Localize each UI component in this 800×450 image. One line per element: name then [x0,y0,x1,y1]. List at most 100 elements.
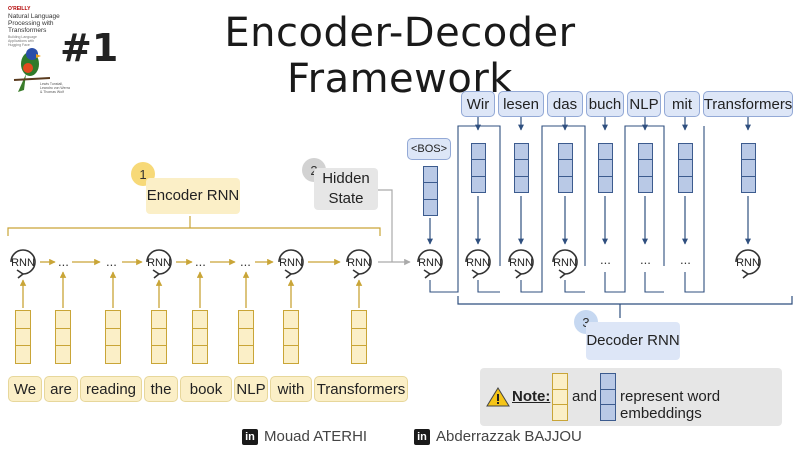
embedding-cell [56,329,70,347]
decoder-embedding [598,143,613,193]
rnn-label: RNN [11,257,35,269]
embedding-cell [515,160,528,177]
decoder-rnn-cell: RNN [465,249,491,279]
parrot-illustration [13,48,50,92]
embedding-cell [601,405,615,420]
credit-name: Abderrazzak BAJJOU [436,428,582,445]
embedding-cell [352,311,366,329]
rnn-label: RNN [418,257,442,269]
decoder-rnn-cell: RNN [417,249,443,279]
embedding-cell [106,346,120,363]
embedding-cell [553,405,567,420]
embedding-cell [106,329,120,347]
encoder-embedding [192,310,208,364]
embedding-cell [553,390,567,406]
embedding-cell [559,160,572,177]
decoder-rnn-cell: RNN [735,249,761,279]
book-rank: #1 [60,26,119,70]
embedding-cell [16,346,30,363]
decoder-embedding [741,143,756,193]
encoder-rnn-cell: RNN [346,249,372,279]
embedding-cell [193,346,207,363]
output-word: lesen [498,91,544,117]
embedding-cell [239,311,253,329]
rnn-label: RNN [509,257,533,269]
note-label: Note: [512,388,551,405]
encoder-embedding [238,310,254,364]
decoder-embedding [678,143,693,193]
embedding-cell [106,311,120,329]
linkedin-icon: in [242,428,258,445]
embedding-cell [352,329,366,347]
embedding-cell [16,329,30,347]
embedding-cell [284,329,298,347]
credit-1: in Mouad ATERHI [242,428,367,445]
book-cover: O'REILLY Natural Language Processing wit… [8,4,70,94]
credit-2: in Abderrazzak BAJJOU [414,428,582,445]
embedding-cell [472,144,485,161]
note-and: and [572,388,598,405]
embedding-cell [56,346,70,363]
hidden-state-line2: State [328,190,364,207]
embedding-cell [424,167,437,184]
note-box: Note: and represent word embeddings [480,368,782,426]
legend-embedding-blue [600,373,616,421]
credit-name: Mouad ATERHI [264,428,368,445]
encoder-embedding [15,310,31,364]
decoder-ellipsis: ... [680,252,691,267]
input-word: NLP [234,376,268,402]
decoder-rnn-cell: RNN [552,249,578,279]
output-word: buch [586,91,624,117]
decoder-embedding [638,143,653,193]
book-title-line2: Processing with [8,20,54,27]
embedding-cell [152,329,166,347]
decoder-embedding [423,166,438,216]
book-subtitle: Building Language Applications with Hugg… [8,35,37,47]
note-text: represent word embeddings [620,388,721,422]
embedding-cell [742,144,755,161]
rnn-label: RNN [279,257,303,269]
input-word: Transformers [314,376,408,402]
hidden-state-line1: Hidden [322,170,370,187]
embedding-cell [515,144,528,161]
embedding-cell [742,160,755,177]
decoder-ellipsis: ... [640,252,651,267]
rnn-label: RNN [147,257,171,269]
decoder-embedding [558,143,573,193]
embedding-cell [239,346,253,363]
embedding-cell [352,346,366,363]
encoder-embedding [55,310,71,364]
rnn-label: RNN [736,257,760,269]
rnn-label: RNN [553,257,577,269]
legend-embedding-yellow [552,373,568,421]
input-word: are [44,376,78,402]
encoder-ellipsis: ... [106,254,117,269]
output-word: das [547,91,583,117]
embedding-cell [515,177,528,192]
embedding-cell [284,346,298,363]
embedding-cell [424,183,437,200]
decoder-ellipsis: ... [600,252,611,267]
decoder-embedding [514,143,529,193]
input-word: the [144,376,178,402]
encoder-rnn-cell: RNN [10,249,36,279]
embedding-cell [152,311,166,329]
embedding-cell [56,311,70,329]
embedding-cell [599,144,612,161]
embedding-cell [284,311,298,329]
embedding-cell [679,160,692,177]
hidden-state-label: Hidden State [314,168,378,210]
decoder-label: Decoder RNN [586,322,680,360]
embedding-cell [679,144,692,161]
bos-token: <BOS> [407,138,451,160]
encoder-label: Encoder RNN [146,178,240,214]
embedding-cell [639,144,652,161]
book-authors: Lewis Tunstall, Leandro von Werra & Thom… [40,82,70,94]
book-title-line3: Transformers [8,27,47,34]
input-word: reading [80,376,142,402]
embedding-cell [679,177,692,192]
book-publisher: O'REILLY [8,6,31,12]
